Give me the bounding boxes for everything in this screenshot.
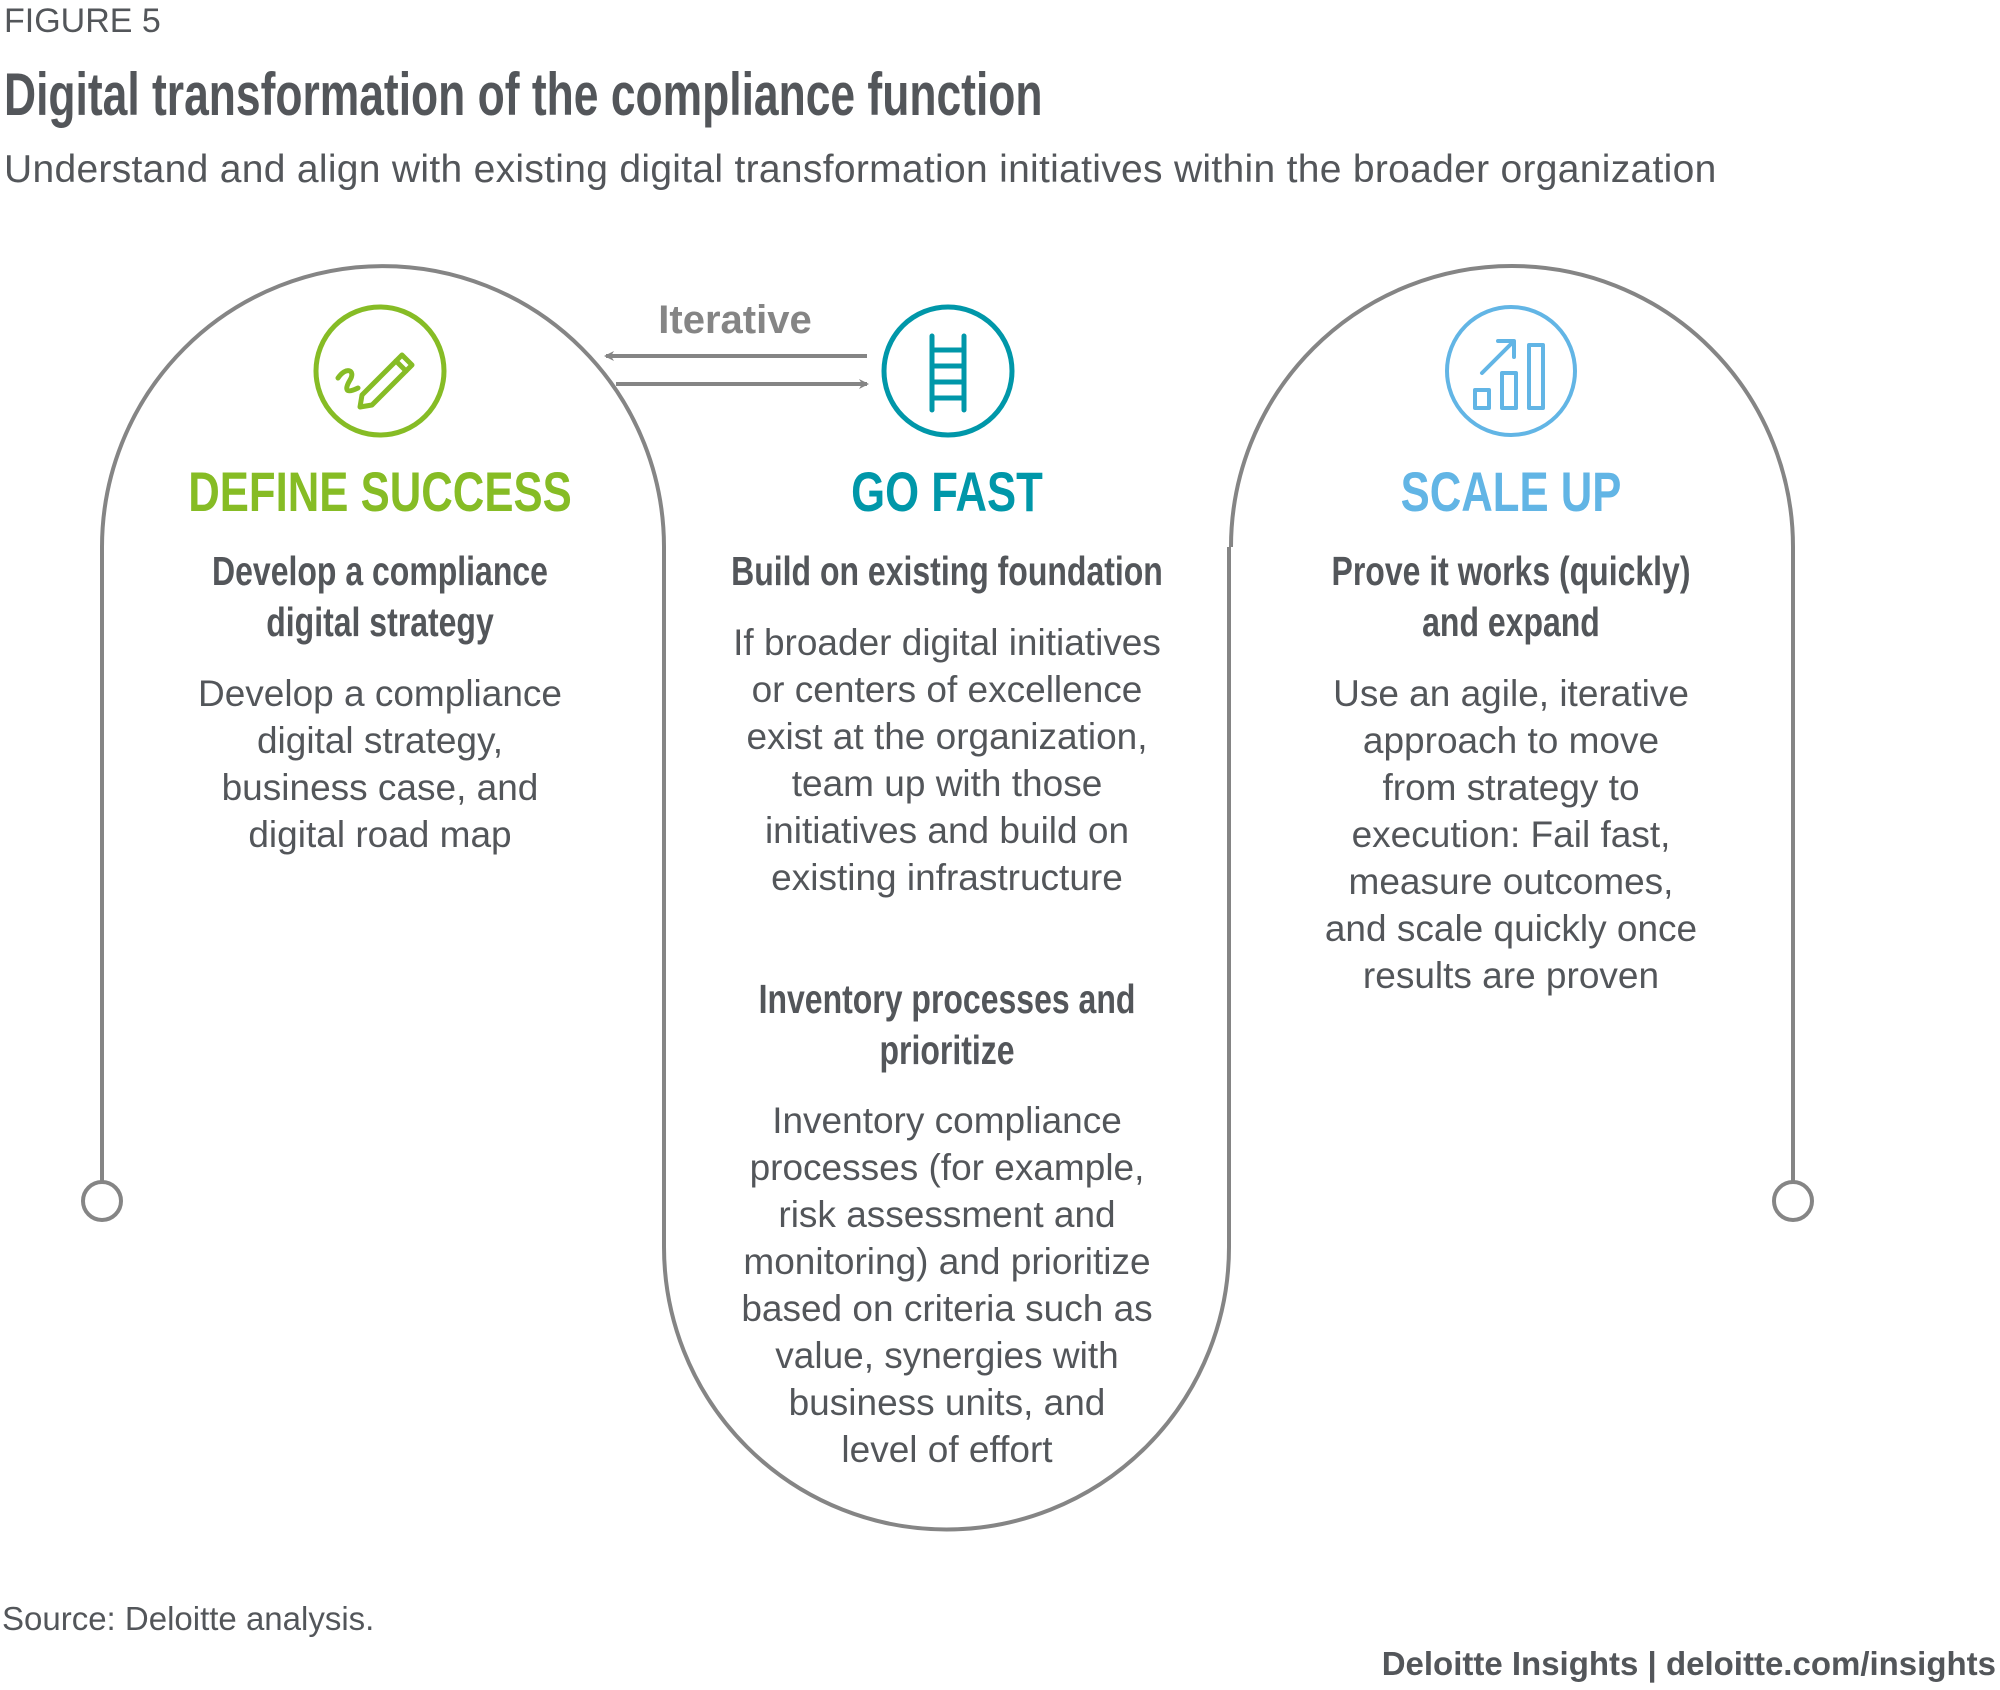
go-fast-subhead-1: Build on existing foundation [713,546,1181,597]
text-line: Inventory compliance [772,1100,1122,1141]
text-line: Develop a compliance [197,673,563,714]
text-line: Use an agile, iterative [1333,673,1689,714]
text-line: prioritize [879,1027,1015,1073]
text-line: If broader digital initiatives [733,622,1161,663]
text-line: initiatives and build on [764,810,1130,851]
text-line: risk assessment and [778,1194,1116,1235]
text-line: Build on existing foundation [731,548,1163,594]
text-line: digital road map [248,814,512,855]
text-line: processes (for example, [749,1147,1145,1188]
figure-subtitle: Understand and align with existing digit… [4,148,1717,191]
text-line: Prove it works (quickly) [1331,548,1691,594]
pencil-signature-icon [313,304,447,438]
text-line: from strategy to [1382,767,1640,808]
growth-chart-icon [1445,305,1577,437]
scale-up-heading: SCALE UP [1400,460,1622,523]
end-node-circle [1772,1180,1814,1222]
figure-label: FIGURE 5 [4,2,161,40]
text-line: exist at the organization, [746,716,1148,757]
column-go-fast: GO FAST [697,462,1197,522]
scale-up-arch [1229,264,1795,1181]
text-line: business case, and [221,767,539,808]
define-success-heading: DEFINE SUCCESS [188,460,572,523]
text-line: existing infrastructure [771,857,1123,898]
text-line: based on criteria such as [741,1288,1153,1329]
define-success-body: Develop a compliance digital strategy, bus… [130,670,630,858]
scale-up-body: Use an agile, iterative approach to move f… [1211,670,1811,999]
text-line: level of effort [841,1429,1053,1470]
text-line: approach to move [1362,720,1660,761]
text-line: Inventory processes and [758,976,1136,1022]
go-fast-heading: GO FAST [851,460,1043,523]
go-fast-body-1: If broader digital initiatives or centers… [647,619,1247,901]
go-fast-body-2: Inventory compliance processes (for examp… [647,1097,1247,1473]
start-node-circle [81,1180,123,1222]
text-line: execution: Fail fast, [1351,814,1671,855]
figure-title: Digital transformation of the compliance… [4,61,1043,128]
go-fast-subhead-2: Inventory processes and prioritize [713,974,1181,1076]
iterative-label: Iterative [658,298,812,342]
text-line: monitoring) and prioritize [743,1241,1151,1282]
ladder-icon [881,304,1015,438]
text-line: digital strategy, [256,720,504,761]
publisher-credit: Deloitte Insights | deloitte.com/insight… [1381,1645,1996,1682]
text-line: measure outcomes, [1348,861,1674,902]
text-line: and scale quickly once [1324,908,1698,949]
column-define-success: DEFINE SUCCESS [130,462,630,522]
text-line: team up with those [791,763,1103,804]
text-line: Develop a compliance [212,548,548,594]
column-scale-up: SCALE UP [1261,462,1761,522]
text-line: or centers of excellence [751,669,1143,710]
text-line: digital strategy [266,599,494,645]
define-success-subhead: Develop a compliance digital strategy [185,546,575,648]
go-fast-u-shape [662,547,1231,1532]
text-line: value, synergies with [775,1335,1119,1376]
source-note: Source: Deloitte analysis. [2,1600,375,1637]
text-line: results are proven [1362,955,1660,996]
text-line: business units, and [788,1382,1106,1423]
define-success-arch [100,264,666,1247]
text-line: and expand [1422,599,1600,645]
scale-up-subhead: Prove it works (quickly) and expand [1277,546,1745,648]
